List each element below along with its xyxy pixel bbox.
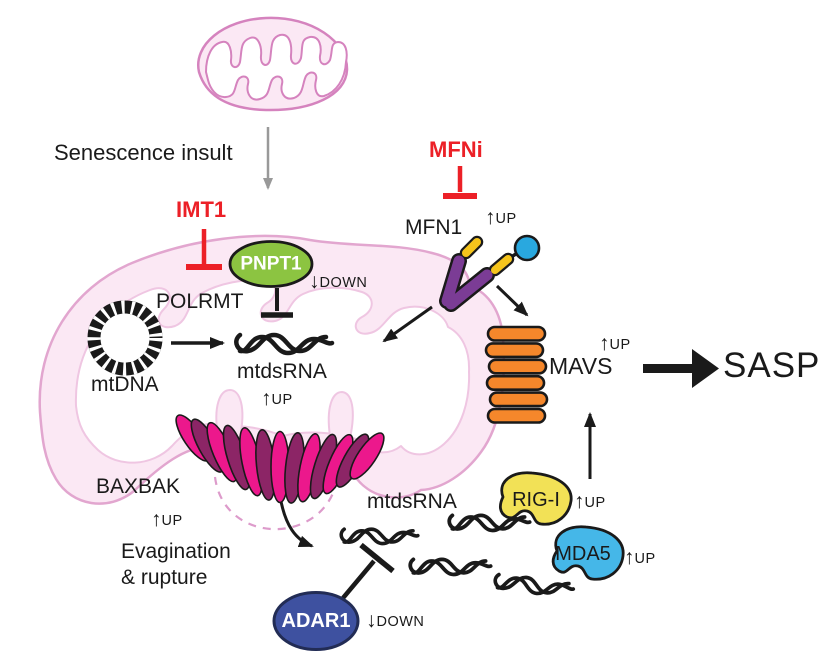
mfn1-up-badge: ↑UP [485,206,517,229]
mtdsrna-cytosol-label: mtdsRNA [367,490,457,513]
baxbak-label: BAXBAK [96,475,181,498]
tbar-imt1 [186,229,222,270]
baxbak-pore [175,414,385,504]
mitochondrion-icon [196,16,349,112]
mfn1-label: MFN1 [405,216,463,239]
mavs-subunit [487,358,548,375]
rigi-label: RIG-I [512,489,560,511]
arrow-mfn1-to-matrix [382,305,433,343]
mtdsrna-cytosol-squiggle [492,572,576,600]
mavs-subunit [484,342,545,359]
up-arrow-icon: ↑ [261,387,272,410]
adar1-label: ADAR1 [281,610,351,632]
evagination-label-line2: & rupture [121,566,208,589]
up-arrow-icon: ↑ [151,508,162,531]
big-mitochondrion [38,234,506,505]
up-arrow-icon: ↑ [599,332,610,355]
mavs-label: MAVS [549,353,613,379]
down-arrow-icon: ↓ [366,609,377,632]
mda5-label: MDA5 [555,543,611,565]
adar1-blob [272,591,360,651]
pnpt1-down-badge: ↓DOWN [309,270,368,293]
matrix [74,278,471,464]
polrmt-label: POLRMT [156,290,244,313]
mavs-subunit [485,374,546,392]
up-arrow-icon: ↑ [485,206,496,229]
tbar-pnpt1 [261,288,293,318]
arrow-rupture-release [278,495,314,548]
imt1-inhibitor-label: IMT1 [176,197,227,222]
arrow-mfn1-to-mavs [495,284,529,317]
mavs-subunit [486,325,547,342]
mda5-up-badge: ↑UP [624,546,656,569]
mtdsrna-up-badge: ↑UP [261,387,293,410]
mfni-inhibitor-label: MFNi [429,137,483,162]
mavs-stack [484,325,549,424]
mtdsrna-cytosol-squiggle [447,513,532,533]
rigi-blob [498,471,573,526]
baxbak-subunit [349,432,385,480]
baxbak-up-badge: ↑UP [151,508,183,531]
senescence-insult-label: Senescence insult [54,140,233,165]
mtdna-ring-icon [87,300,163,376]
up-arrow-icon: ↑ [574,490,585,513]
mfn1-protein-icon [439,234,541,312]
down-arrow-icon: ↓ [309,270,320,293]
sasp-label: SASP [723,346,821,385]
adar1-down-badge: ↓DOWN [366,609,425,632]
mitochondrion-cristae [205,33,348,101]
mavs-up-badge: ↑UP [599,332,631,355]
tbar-mfni [443,166,477,199]
rigi-up-badge: ↑UP [574,490,606,513]
tbar-adar1 [341,542,395,600]
evagination-bleb-dashed-arc [213,473,340,531]
mtdna-label: mtDNA [91,373,159,396]
pnpt1-blob [228,240,314,288]
mavs-subunit [486,407,547,424]
pnpt1-label: PNPT1 [240,253,302,275]
mtdsrna-matrix-label: mtdsRNA [237,360,327,383]
mda5-blob [551,525,625,581]
mavs-subunit [488,391,549,408]
arrow-mavs-to-sasp [643,349,719,388]
mtdsrna-cytosol-squiggle [339,527,420,546]
up-arrow-icon: ↑ [624,546,635,569]
mfn1-head-icon [513,234,541,262]
evagination-label-line1: Evagination [121,540,231,563]
mtdsrna-cytosol-squiggle [408,557,493,577]
